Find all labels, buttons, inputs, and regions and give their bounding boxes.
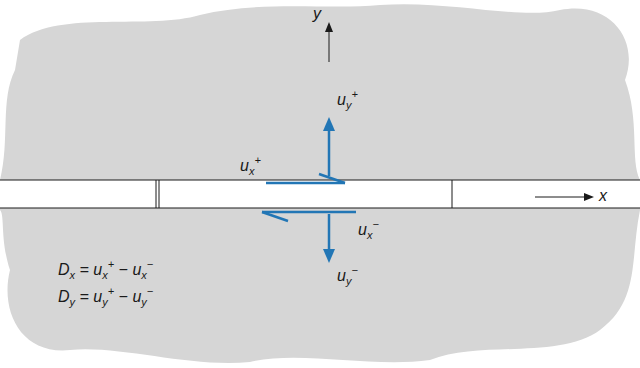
crack-face-lower bbox=[0, 208, 640, 209]
displacement-label: ux+ bbox=[240, 150, 261, 181]
element-boundary bbox=[156, 180, 452, 208]
y-axis-arrow bbox=[325, 22, 333, 62]
x-axis-arrow bbox=[535, 193, 594, 201]
axis-label: x bbox=[599, 186, 607, 206]
displacement-label: ux− bbox=[358, 214, 379, 245]
crack-slit bbox=[0, 180, 640, 208]
axis-label: y bbox=[313, 4, 321, 24]
equation: Dy = uy+ − uy− bbox=[58, 281, 153, 312]
displacement-label: uy− bbox=[337, 260, 358, 291]
equation: Dx = ux+ − ux− bbox=[58, 254, 153, 285]
crack-face-upper bbox=[0, 180, 640, 181]
displacement-arrows bbox=[262, 117, 356, 263]
displacement-label: uy+ bbox=[337, 84, 358, 115]
